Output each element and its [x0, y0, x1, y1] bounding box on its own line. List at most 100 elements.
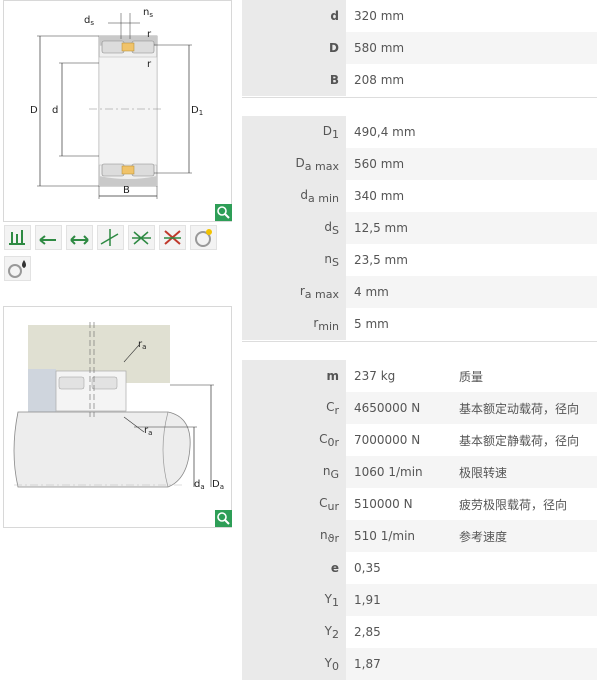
param-description: 基本额定静载荷，径向 — [459, 433, 580, 448]
param-description — [459, 584, 597, 616]
param-symbol: Y2 — [242, 616, 346, 648]
param-description: 参考速度 — [459, 520, 597, 552]
table-row: nS 23,5 mm — [242, 244, 597, 276]
param-value: 23,5 mm — [354, 253, 408, 267]
param-description: 疲劳极限载荷，径向 — [459, 497, 568, 512]
param-value: 510000 N — [354, 497, 413, 511]
param-symbol: nG — [242, 456, 346, 488]
param-value: 1,87 — [346, 648, 459, 680]
table-row: Y2 2,85 — [242, 616, 597, 648]
magnifier-icon — [217, 512, 230, 525]
param-symbol: da min — [242, 180, 346, 212]
param-symbol: B — [242, 64, 346, 96]
zoom-button[interactable] — [215, 204, 232, 221]
label-r-top: r — [147, 29, 152, 40]
table-separator — [242, 341, 597, 342]
label-ds: ds — [84, 15, 94, 27]
label-d: d — [52, 105, 58, 116]
sealed-bearing-icon[interactable] — [190, 225, 217, 250]
param-value: 490,4 mm — [354, 125, 416, 139]
param-value: 0,35 — [354, 561, 381, 575]
param-value: 4 mm — [346, 276, 597, 308]
mounting-dimension-drawing: ra ra da Da — [3, 306, 232, 528]
axial-left-icon[interactable] — [35, 225, 62, 250]
param-value: 1,91 — [346, 584, 459, 616]
label-ra-bottom: ra — [144, 425, 152, 437]
magnifier-icon — [217, 206, 230, 219]
param-value: 340 mm — [354, 189, 405, 203]
param-value: 510 1/min — [346, 520, 459, 552]
table-row: B 208 mm — [242, 64, 597, 96]
table-row: m 237 kg 质量 — [242, 360, 597, 392]
mounting-section-svg: ra ra da Da — [13, 322, 224, 491]
misalignment-icon[interactable] — [97, 225, 124, 250]
label-da: da — [194, 479, 205, 491]
param-value: 580 mm — [346, 32, 597, 64]
param-symbol: Cur — [242, 488, 346, 520]
label-ra-top: ra — [138, 339, 146, 351]
param-symbol: D — [242, 32, 346, 64]
param-symbol: ra max — [242, 276, 346, 308]
bearing-dimension-drawing: ds ns r r D d D1 B — [3, 0, 232, 222]
param-symbol: Da max — [242, 148, 346, 180]
param-value: 12,5 mm — [346, 212, 597, 244]
param-symbol: m — [242, 360, 346, 392]
param-symbol: Y1 — [242, 584, 346, 616]
label-r-inner: r — [147, 59, 152, 70]
no-misalignment-icon[interactable] — [159, 225, 186, 250]
angular-misalignment-icon[interactable] — [128, 225, 155, 250]
param-value: 560 mm — [346, 148, 597, 180]
param-description — [459, 616, 597, 648]
label-Da: Da — [212, 479, 224, 491]
param-symbol: D1 — [242, 116, 346, 148]
param-description: 基本额定动载荷，径向 — [459, 392, 597, 424]
param-symbol: Y0 — [242, 648, 346, 680]
table-separator — [242, 97, 597, 98]
param-value: 2,85 — [354, 625, 381, 639]
param-symbol: nϑr — [242, 520, 346, 552]
axial-both-icon[interactable] — [66, 225, 93, 250]
param-description — [459, 552, 597, 584]
param-symbol: e — [242, 552, 346, 584]
param-symbol: Cr — [242, 392, 346, 424]
param-value: 320 mm — [354, 9, 405, 23]
param-symbol: d — [242, 0, 346, 32]
param-symbol: C0r — [242, 424, 346, 456]
label-ns: ns — [143, 7, 153, 19]
table-row: e 0,35 — [242, 552, 597, 584]
param-value: 4650000 N — [346, 392, 459, 424]
table-row: da min 340 mm — [242, 180, 597, 212]
param-value: 237 kg — [354, 369, 396, 383]
table-row: d 320 mm — [242, 0, 597, 32]
label-D: D — [30, 105, 38, 116]
bearing-section-svg: ds ns r r D d D1 B — [30, 7, 203, 199]
param-description: 质量 — [459, 369, 484, 384]
label-D1: D1 — [191, 105, 203, 117]
param-symbol: dS — [242, 212, 346, 244]
param-value: 208 mm — [354, 73, 405, 87]
label-B: B — [123, 185, 130, 196]
param-description — [459, 648, 597, 680]
param-symbol: nS — [242, 244, 346, 276]
param-description: 极限转速 — [459, 456, 597, 488]
param-value: 1060 1/min — [346, 456, 459, 488]
lubrication-icon[interactable] — [4, 256, 31, 281]
param-value: 5 mm — [354, 317, 389, 331]
table-row: D1 490,4 mm — [242, 116, 597, 148]
load-direction-icon[interactable] — [4, 225, 31, 250]
zoom-button[interactable] — [215, 510, 232, 527]
